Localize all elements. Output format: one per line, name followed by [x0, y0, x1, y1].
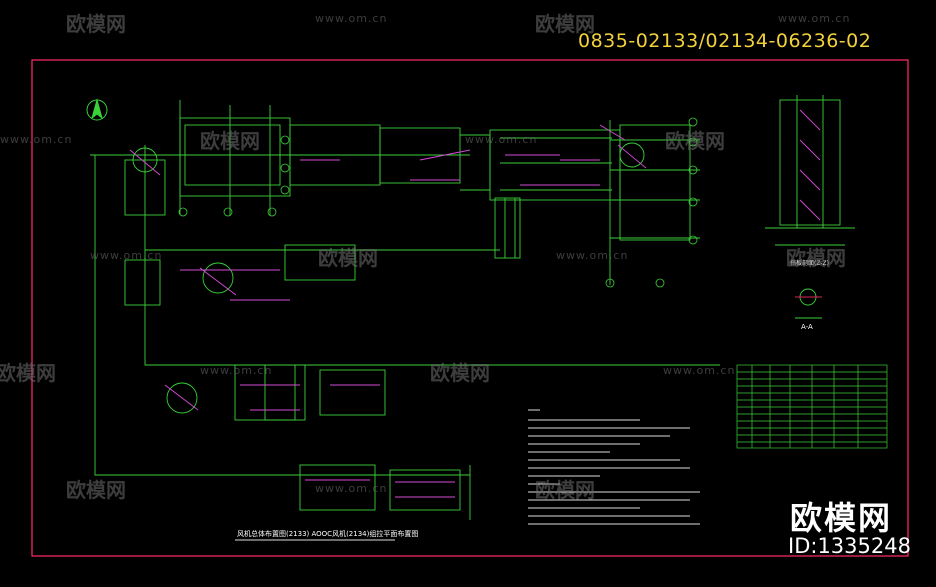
- material-table: [736, 364, 888, 449]
- watermark-logo: 欧模网: [535, 12, 595, 36]
- brand-id: ID:1335248: [788, 534, 911, 558]
- plan-title: 风机总体布置图(2133) AOOC风机(2134)组拉平面布置图: [237, 529, 418, 538]
- axis-markers: [178, 117, 698, 288]
- watermark-logo: 欧模网: [0, 361, 56, 385]
- watermark-url: www.om.cn: [778, 12, 851, 25]
- north-arrow-icon: [86, 98, 108, 121]
- section-title: 挡板剖面(Z-Z): [790, 259, 829, 267]
- watermark-logo: 欧模网: [318, 246, 378, 270]
- watermark-url: www.om.cn: [465, 133, 538, 146]
- watermark-logo: 欧模网: [66, 478, 126, 502]
- watermark-logo: 欧模网: [66, 12, 126, 36]
- watermark-logo: 欧模网: [786, 246, 846, 270]
- watermark-url: www.om.cn: [90, 249, 163, 262]
- watermark-url: www.om.cn: [663, 364, 736, 377]
- watermark-url: www.om.cn: [0, 133, 73, 146]
- drawing-code: 0835-02133/02134-06236-02: [578, 30, 872, 52]
- plan-layout: [90, 100, 720, 520]
- watermark-url: www.om.cn: [200, 364, 273, 377]
- section-detail: [765, 95, 855, 319]
- general-notes: [528, 409, 700, 525]
- watermark-url: www.om.cn: [315, 482, 388, 495]
- watermark-logo: 欧模网: [430, 361, 490, 385]
- dimension-marks: [129, 124, 647, 498]
- watermark-logo: 欧模网: [665, 129, 725, 153]
- watermark-url: www.om.cn: [556, 249, 629, 262]
- watermark-url: www.om.cn: [315, 12, 388, 25]
- watermark-logo: 欧模网: [535, 478, 595, 502]
- detail-title: A-A: [801, 323, 813, 331]
- drawing-frame: [31, 59, 909, 557]
- brand-logo-text: 欧模网: [790, 499, 893, 537]
- watermark-logo: 欧模网: [200, 129, 260, 153]
